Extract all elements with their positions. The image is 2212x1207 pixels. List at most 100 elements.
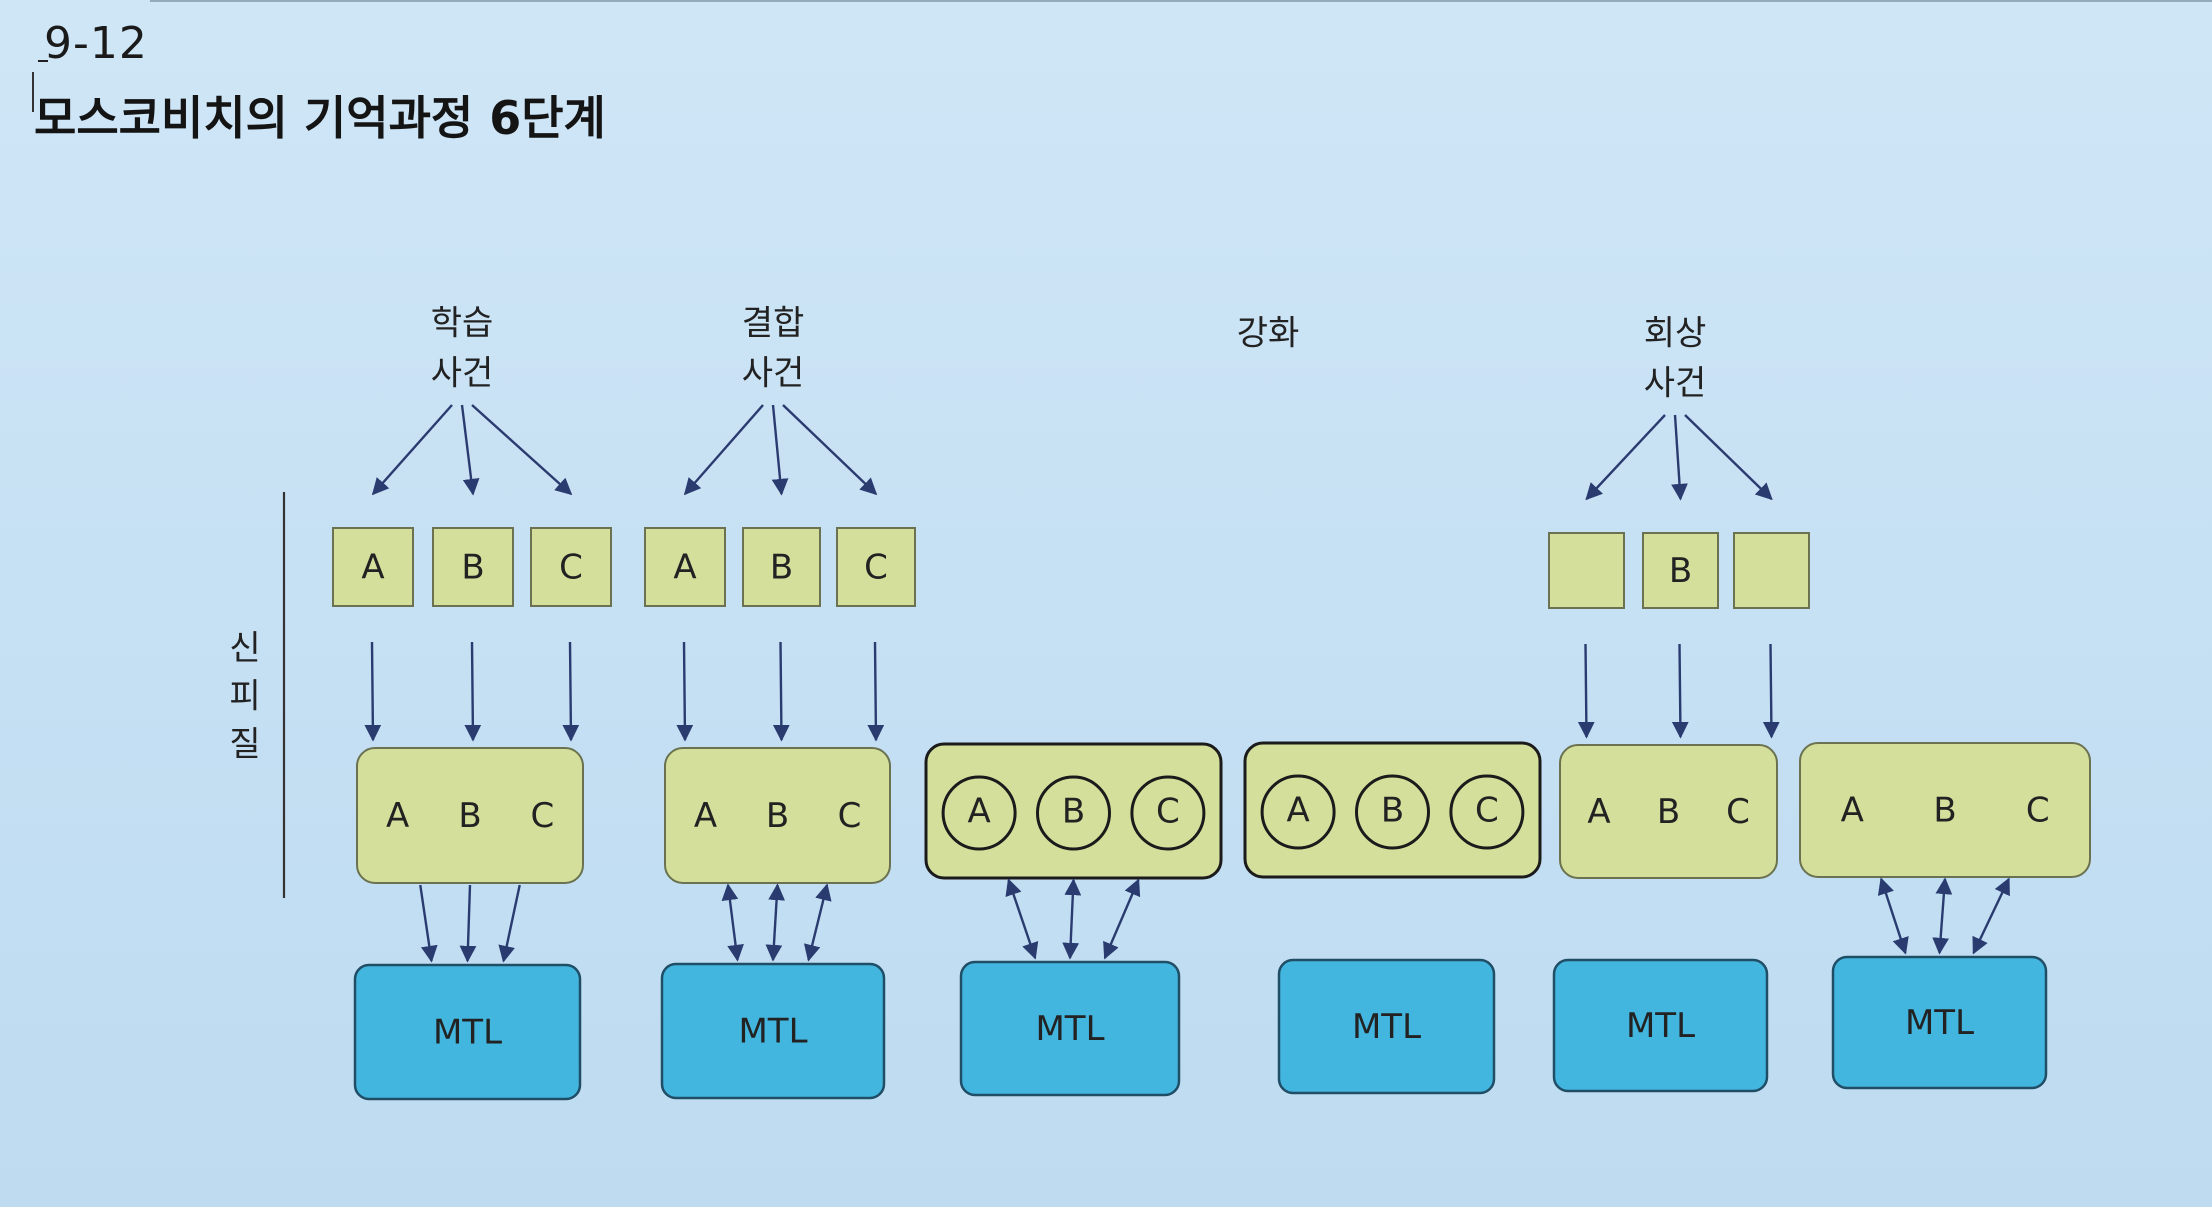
unit-to-hub-arrow [464,641,482,742]
hub-mtl-link-arrow [498,884,521,963]
hub-mtl-link-arrow [803,883,832,962]
hub-mtl-link-arrow [1877,877,1909,955]
hub-mtl-link-arrow [459,884,477,963]
mtl-label: MTL [433,1013,502,1053]
unit-to-hub-arrow [1577,643,1595,739]
mtl-label: MTL [738,1012,807,1052]
hub-mtl-link-arrow [1062,878,1082,960]
cortex-axis-label-char: 피 [229,677,260,717]
unit-label: C [864,548,888,588]
mtl-label: MTL [1626,1006,1695,1046]
neocortex-label: A [386,796,409,836]
unit-box [836,527,916,607]
integrated-node-circle [941,775,1017,851]
unit-to-hub-arrow [364,641,382,742]
neocortex-label: C [838,796,862,836]
mtl-box [660,962,886,1100]
unit-to-hub-arrow [676,641,694,742]
hub-mtl-link-arrow [1103,878,1141,960]
event-to-unit-arrow [771,404,789,496]
neocortex-box [356,747,584,884]
figure-number: 9-12 [44,18,148,69]
neocortex-label: B [1381,791,1404,831]
neocortex-label: B [458,796,481,836]
unit-to-hub-arrow [867,641,885,742]
neocortex-label: A [1587,792,1610,832]
integrated-node-circle [1449,774,1525,850]
integrated-node-circle [1130,775,1206,851]
unit-box [1642,532,1719,609]
event-to-unit-arrow [471,404,573,496]
neocortex-label: A [1841,791,1864,831]
neocortex-label: C [2026,791,2050,831]
event-to-unit-arrow [782,404,878,496]
neocortex-box [1799,742,2091,878]
neocortex-box [664,747,891,884]
unit-box [644,527,726,607]
unit-label: C [559,548,583,588]
unit-to-hub-arrow [562,641,580,742]
neocortex-box [1559,744,1778,879]
event-label: 강화 [1237,314,1300,354]
event-label: 학습 [431,304,494,344]
unit-box [1548,532,1625,609]
hub-mtl-link-arrow [721,883,744,962]
hub-mtl-link-arrow [419,884,438,963]
unit-label: A [673,548,696,588]
text-cursor-icon [32,72,34,112]
cortex-axis-label-char: 질 [229,725,260,765]
mtl-box [1277,958,1496,1095]
unit-box [530,527,612,607]
unit-box [432,527,514,607]
event-label: 사건 [1644,364,1707,404]
mtl-label: MTL [1352,1007,1421,1047]
event-to-unit-arrow [1585,414,1666,501]
unit-to-hub-arrow [1671,643,1689,739]
top-rule [150,0,2212,2]
unit-label: A [361,548,384,588]
unit-label: B [770,548,793,588]
event-to-unit-arrow [460,404,480,496]
neocortex-label: C [1726,792,1750,832]
unit-box [332,527,414,607]
neocortex-label: B [1933,791,1956,831]
neocortex-label: A [1286,791,1309,831]
unit-to-hub-arrow [1762,643,1780,739]
neocortex-label: A [967,792,990,832]
neocortex-label: B [1062,792,1085,832]
integrated-node-circle [1036,775,1111,851]
neocortex-label: B [1657,792,1680,832]
unit-box [742,527,821,607]
mtl-box [353,963,582,1101]
mtl-label: MTL [1035,1009,1104,1049]
neocortex-label: B [766,796,789,836]
neocortex-label: C [1475,791,1499,831]
event-to-unit-arrow [683,404,764,496]
neocortex-box [1243,741,1542,879]
mtl-box [1831,955,2048,1090]
hub-mtl-link-arrow [1972,877,2010,955]
integrated-node-circle [1260,774,1336,850]
event-label: 사건 [431,354,494,394]
neocortex-box [924,742,1223,880]
mtl-label: MTL [1905,1003,1974,1043]
event-label: 사건 [742,354,805,394]
unit-box [1733,532,1810,609]
unit-label: B [461,548,484,588]
cortex-axis-label-char: 신 [229,629,260,669]
integrated-node-circle [1355,774,1430,850]
event-label: 회상 [1644,314,1707,354]
neocortex-label: C [530,796,554,836]
figure-title: 모스코비치의 기억과정 6단계 [34,91,606,145]
hub-mtl-link-arrow [1005,878,1039,960]
mtl-box [1552,958,1769,1093]
mtl-box [959,960,1181,1097]
hub-mtl-link-arrow [765,883,785,962]
figure-number-underline [38,60,48,62]
unit-label: B [1669,551,1692,591]
event-label: 결합 [742,304,805,344]
hub-mtl-link-arrow [1932,877,1953,955]
neocortex-label: C [1156,792,1180,832]
